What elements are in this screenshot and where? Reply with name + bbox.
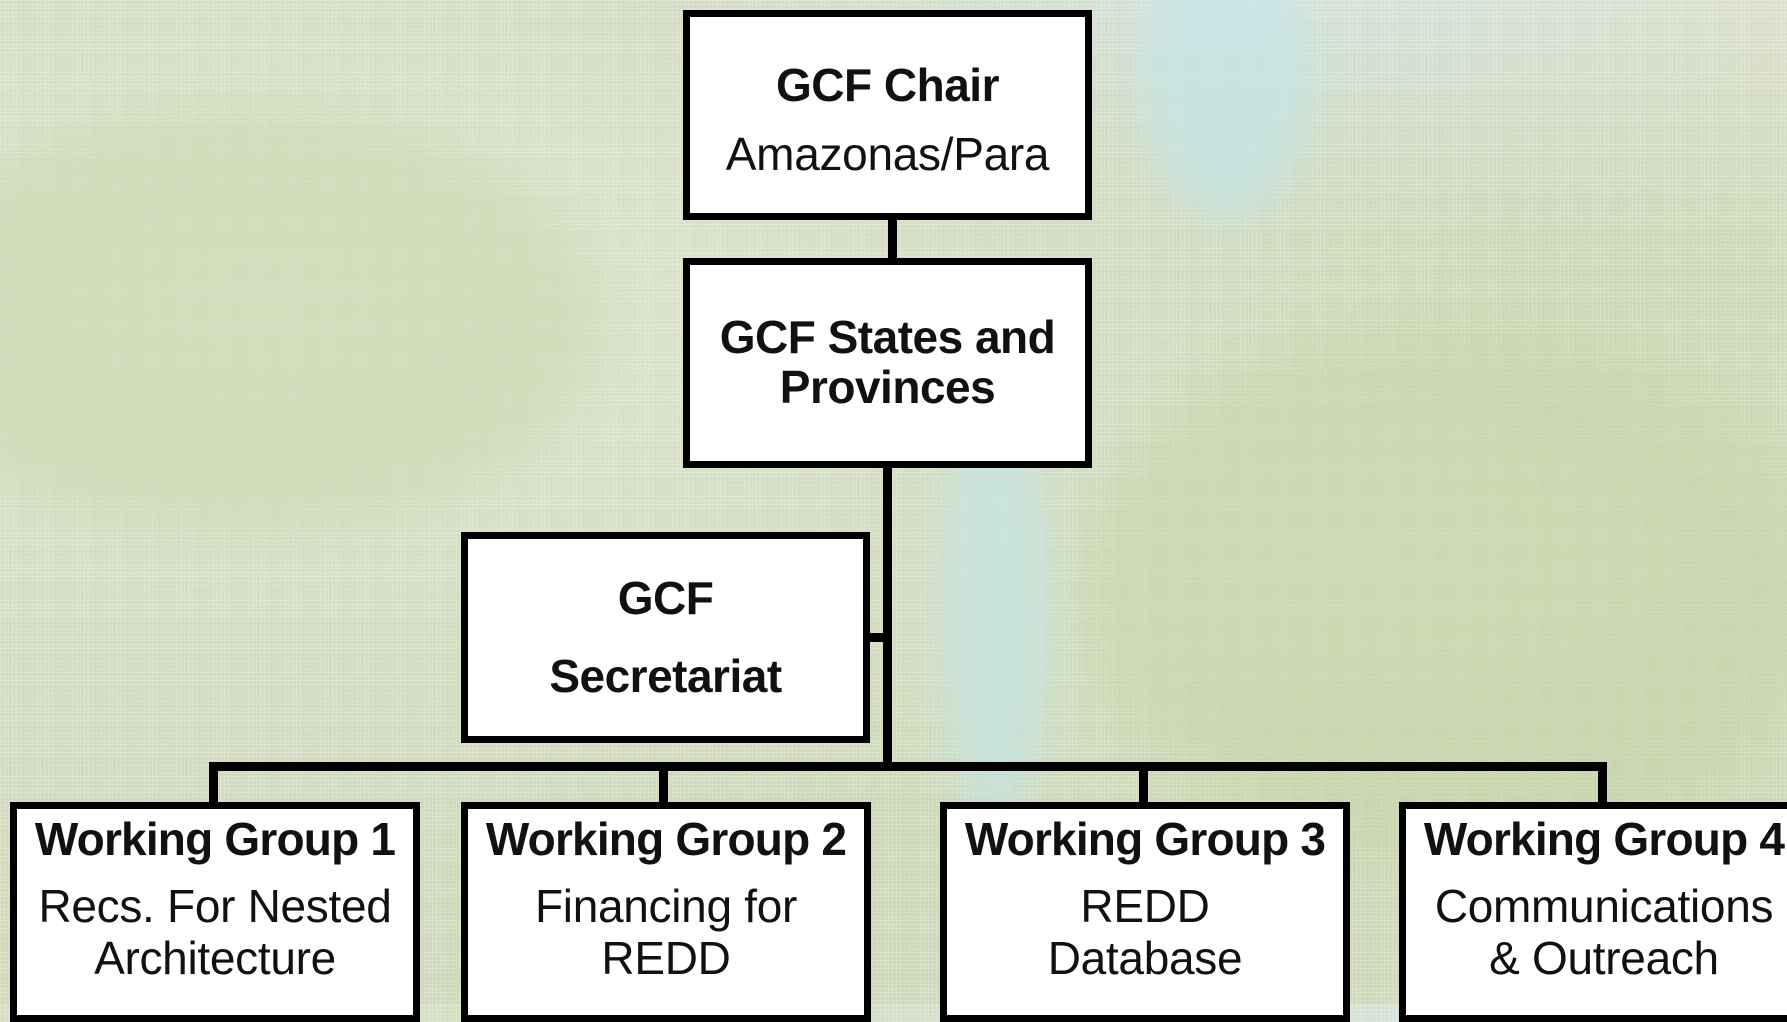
connector-states-hub <box>883 462 892 770</box>
gcf-states-box: GCF States and Provinces <box>683 258 1092 468</box>
working-group-2-title: Working Group 2 <box>485 813 847 865</box>
connector-chair-states <box>888 218 897 272</box>
gcf-states-title: GCF States and Provinces <box>719 311 1056 413</box>
working-group-4-box: Working Group 4 Communications & Outreac… <box>1399 802 1787 1022</box>
background-hill <box>1080 320 1787 860</box>
connector-hub-horizontal <box>209 762 1607 771</box>
working-group-3-subtitle: REDD Database <box>1047 880 1243 985</box>
connector-wg2 <box>659 762 668 812</box>
working-group-2-box: Working Group 2 Financing for REDD <box>461 802 871 1022</box>
working-group-2-subtitle: Financing for REDD <box>534 880 797 985</box>
connector-secretariat <box>862 633 890 642</box>
gcf-chair-subtitle: Amazonas/Para <box>725 128 1050 181</box>
connector-wg1 <box>209 762 218 812</box>
working-group-1-subtitle: Recs. For Nested Architecture <box>38 880 392 985</box>
working-group-4-subtitle: Communications & Outreach <box>1434 880 1774 985</box>
background-hill <box>0 110 600 530</box>
gcf-secretariat-title: GCF Secretariat <box>549 572 782 702</box>
working-group-1-title: Working Group 1 <box>34 813 396 865</box>
gcf-chair-box: GCF Chair Amazonas/Para <box>683 10 1092 220</box>
working-group-3-title: Working Group 3 <box>964 813 1326 865</box>
working-group-3-box: Working Group 3 REDD Database <box>940 802 1350 1022</box>
connector-wg4 <box>1598 762 1607 812</box>
working-group-1-box: Working Group 1 Recs. For Nested Archite… <box>10 802 420 1022</box>
connector-wg3 <box>1139 762 1148 812</box>
river <box>1140 0 1310 220</box>
gcf-secretariat-box: GCF Secretariat <box>461 532 870 743</box>
working-group-4-title: Working Group 4 <box>1423 813 1785 865</box>
gcf-chair-title: GCF Chair <box>776 59 999 112</box>
